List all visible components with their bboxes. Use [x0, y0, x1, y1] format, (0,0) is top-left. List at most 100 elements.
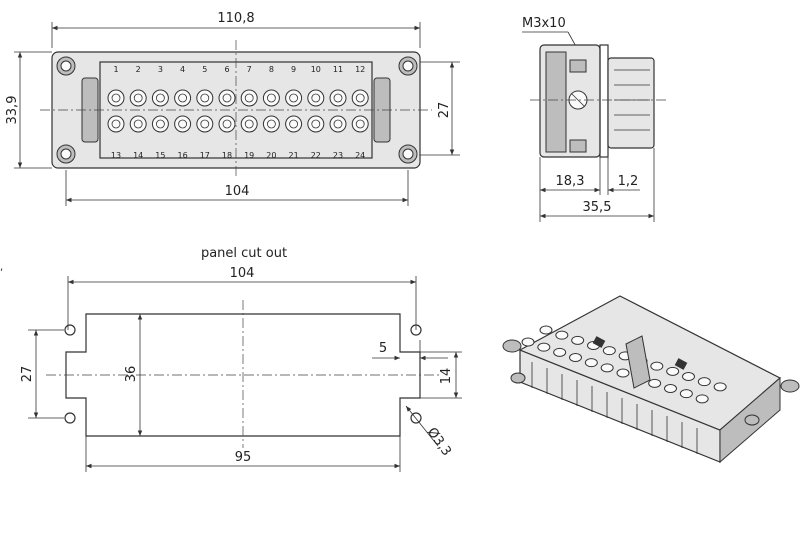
pin-row-bottom	[107, 115, 369, 133]
pin-number: 12	[355, 65, 365, 74]
dim-cutout-height: 36	[124, 366, 139, 383]
pin-number: 2	[136, 65, 141, 74]
contact-pin	[240, 115, 258, 133]
contact-pin	[262, 115, 280, 133]
contact-pin-hole	[355, 93, 365, 103]
contact-pin-hole	[222, 119, 232, 129]
contact-pin-hole	[200, 93, 210, 103]
iso-contact	[695, 394, 709, 404]
dim-front-hole-spacing: 104	[225, 184, 250, 199]
pin-number: 18	[222, 151, 232, 160]
iso-ribs	[531, 362, 698, 454]
contact-pin-hole	[178, 93, 188, 103]
contact-pin-hole	[111, 119, 121, 129]
dim-side-a: 18,3	[556, 174, 585, 189]
contact-pin-hole	[155, 119, 165, 129]
contact-pin-hole	[355, 119, 365, 129]
contact-pin-hole	[200, 119, 210, 129]
dim-side-b: 1,2	[618, 174, 639, 189]
isometric-view	[502, 295, 800, 464]
pin-row-top	[107, 89, 369, 107]
panel-cutout-view: panel cut out 104 27 36 5	[20, 246, 462, 472]
dim-cutout-hole-diameter: Ø3,3	[424, 425, 454, 459]
side-flange	[545, 51, 567, 153]
iso-contact	[537, 342, 551, 352]
contact-pin	[129, 115, 147, 133]
dim-front-width: 110,8	[217, 11, 254, 26]
dim-front-inner-height: 27	[437, 102, 452, 119]
dim-cutout-notch-width: 5	[379, 341, 387, 356]
pin-number: 9	[291, 65, 296, 74]
iso-contact	[682, 372, 695, 381]
pin-number: 23	[333, 151, 343, 160]
contact-pin-hole	[266, 93, 276, 103]
contact-pin	[218, 115, 236, 133]
screw-icon	[502, 339, 522, 353]
contact-pin-hole	[111, 93, 121, 103]
iso-contact	[650, 361, 664, 371]
contact-pin	[307, 89, 325, 107]
contact-pin	[174, 89, 192, 107]
iso-contact	[616, 368, 630, 378]
contact-pin-hole	[244, 119, 254, 129]
contact-pin	[107, 115, 125, 133]
iso-contact	[664, 384, 677, 393]
pin-number: 19	[244, 151, 254, 160]
contact-pin-hole	[244, 93, 254, 103]
contact-pin	[151, 115, 169, 133]
contact-pin-hole	[133, 93, 143, 103]
screw-icon	[56, 56, 418, 164]
dim-front-height: 33,9	[5, 96, 20, 125]
iso-contact	[553, 347, 567, 357]
iso-contact	[602, 346, 616, 356]
side-contacts	[607, 57, 655, 149]
pin-number: 20	[266, 151, 276, 160]
contact-pin-hole	[222, 93, 232, 103]
contact-pin	[151, 89, 169, 107]
cutout-title: panel cut out	[201, 246, 287, 261]
contact-pin	[218, 89, 236, 107]
iso-contact	[697, 377, 711, 387]
dim-cutout-hole-vertical: 27	[20, 366, 35, 383]
screw-icon	[780, 379, 800, 393]
contact-pin-hole	[155, 93, 165, 103]
contact-pin-hole	[266, 119, 276, 129]
iso-contact	[521, 337, 535, 347]
iso-contact	[713, 382, 727, 392]
contact-pin	[174, 115, 192, 133]
dim-cutout-notch-height: 14	[439, 368, 454, 385]
pin-number: 17	[200, 151, 210, 160]
contact-pin	[196, 115, 214, 133]
iso-contact	[600, 363, 614, 373]
pin-number: 4	[180, 65, 185, 74]
contact-pin	[107, 89, 125, 107]
contact-pin-hole	[133, 119, 143, 129]
contact-pin-hole	[311, 119, 321, 129]
iso-contact	[555, 330, 569, 340]
pin-number: 10	[311, 65, 321, 74]
contact-pin	[285, 89, 303, 107]
iso-contact	[584, 358, 598, 368]
pin-number: 24	[355, 151, 365, 160]
logo-icon	[592, 336, 606, 348]
iso-contact	[539, 325, 553, 335]
pin-number: 21	[289, 151, 299, 160]
contact-pin	[351, 89, 369, 107]
dim-side-total: 35,5	[583, 200, 612, 215]
pin-number: 5	[202, 65, 207, 74]
contact-pin	[196, 89, 214, 107]
pin-number: 13	[111, 151, 121, 160]
pin-number: 3	[158, 65, 163, 74]
pin-number: 16	[178, 151, 188, 160]
pin-number: 6	[224, 65, 229, 74]
dim-cutout-width: 95	[235, 450, 252, 465]
contact-pin-hole	[333, 119, 343, 129]
pin-number: 8	[269, 65, 274, 74]
pin-number: 14	[133, 151, 143, 160]
contact-pin	[240, 89, 258, 107]
iso-contact	[666, 366, 680, 376]
screw-label: M3x10	[522, 16, 566, 31]
